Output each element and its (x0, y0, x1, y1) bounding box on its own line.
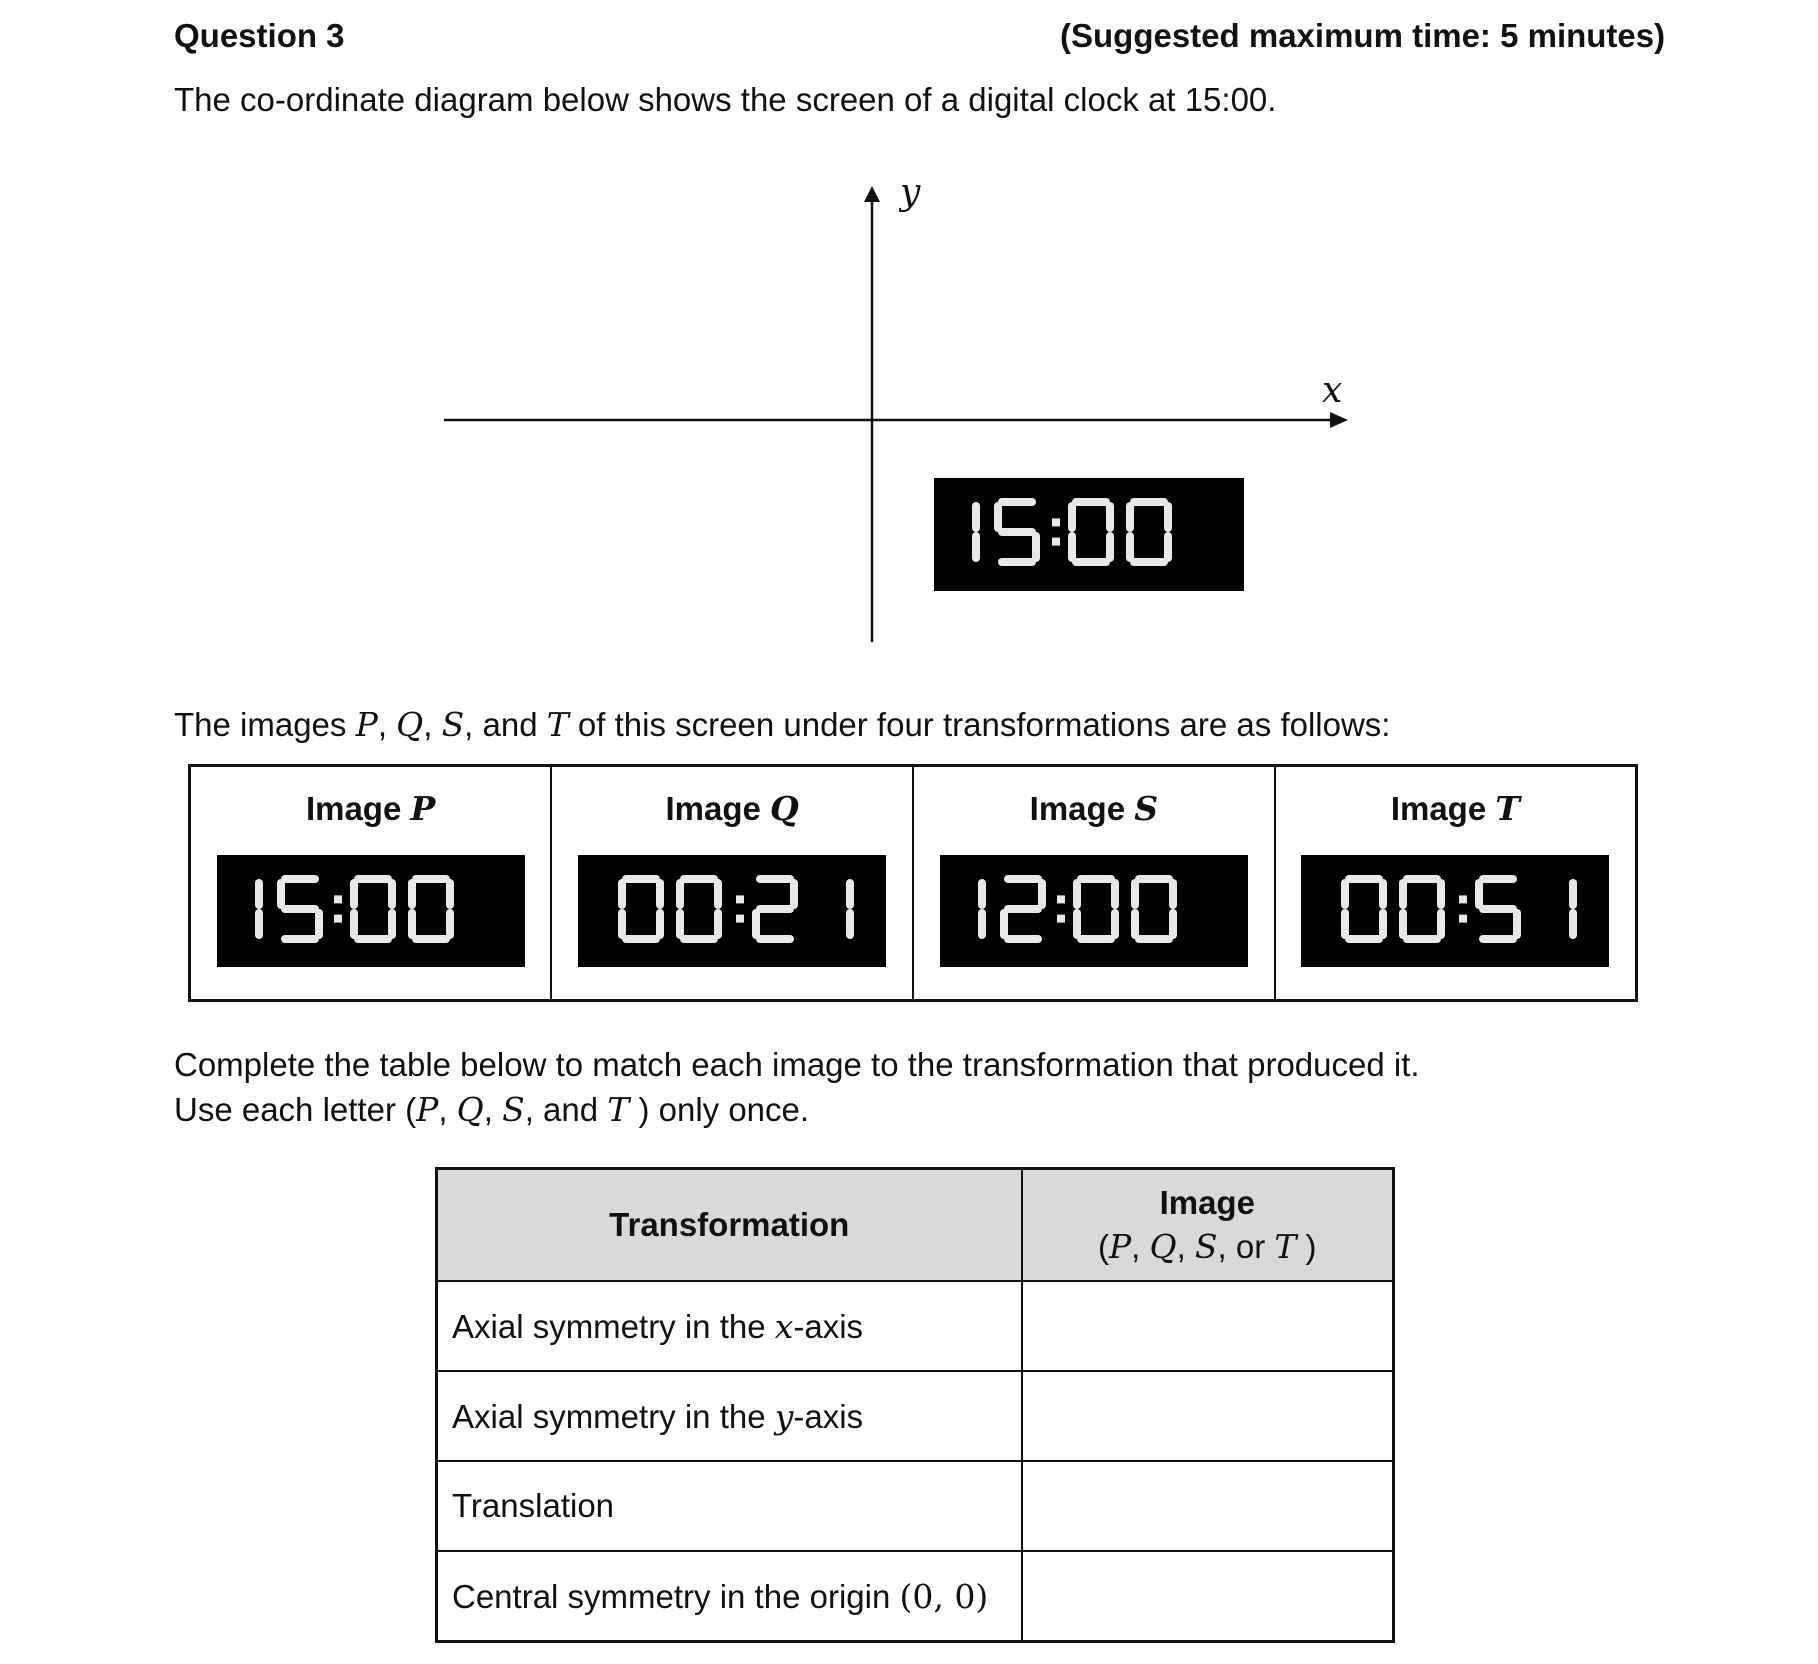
original-clock-screen (934, 478, 1244, 591)
image-p-digits (254, 875, 454, 943)
colon-dot (1459, 914, 1468, 923)
answer-field-translation[interactable] (1020, 1460, 1395, 1552)
image-s-digits (977, 875, 1177, 943)
table-row: Axial symmetry in the y-axis (435, 1370, 1395, 1462)
image-t-heading: Image T (1390, 789, 1520, 828)
transformation-x-axis-symmetry: Axial symmetry in the x-axis (435, 1280, 1023, 1372)
answer-field-y-axis-symmetry[interactable] (1020, 1370, 1395, 1462)
image-q-cell: Image Q (550, 765, 914, 1001)
colon-dot (736, 895, 745, 904)
image-t-cell: Image T (1273, 765, 1638, 1001)
transformation-y-axis-symmetry: Axial symmetry in the y-axis (435, 1370, 1023, 1462)
colon-dot (1052, 537, 1060, 546)
colon-dot (1052, 518, 1060, 527)
image-column-header: Image (P, Q, S, or T ) (1020, 1167, 1395, 1282)
original-clock-digits (972, 498, 1172, 566)
transformation-translation: Translation (435, 1460, 1023, 1552)
y-axis-arrow-icon (864, 186, 880, 202)
image-t-clock (1301, 855, 1610, 967)
images-table: Image P Image Q Image S Image T (188, 764, 1638, 1002)
instructions-line2: Use each letter (P, Q, S, and T ) only o… (174, 1090, 810, 1129)
colon-dot (333, 914, 342, 923)
x-axis-arrow-icon (1330, 412, 1348, 428)
image-s-cell: Image S (912, 765, 1276, 1001)
image-s-heading: Image S (1029, 789, 1159, 828)
colon-dot (1056, 895, 1065, 904)
colon-dot (1056, 914, 1065, 923)
colon-dot (736, 914, 745, 923)
table-row: Central symmetry in the origin (0, 0) (435, 1550, 1395, 1643)
instructions-line1: Complete the table below to match each i… (174, 1046, 1420, 1083)
image-p-cell: Image P (188, 765, 553, 1001)
colon-dot (1459, 895, 1468, 904)
image-p-heading: Image P (305, 789, 436, 828)
table-row: Translation (435, 1460, 1395, 1552)
x-axis-label: x (1322, 370, 1343, 411)
table-row: Axial symmetry in the x-axis (435, 1280, 1395, 1372)
answer-table: Transformation Image (P, Q, S, or T ) Ax… (435, 1167, 1395, 1643)
coordinate-diagram (444, 186, 1348, 642)
image-q-clock (578, 855, 887, 967)
images-intro: The images P, Q, S, and T of this screen… (174, 705, 1391, 744)
image-q-heading: Image Q (665, 789, 799, 828)
transformation-column-header: Transformation (435, 1167, 1023, 1282)
image-q-digits (618, 875, 855, 943)
time-note: (Suggested maximum time: 5 minutes) (1060, 17, 1666, 54)
image-t-digits (1341, 875, 1578, 943)
intro-sentence: The co-ordinate diagram below shows the … (174, 81, 1277, 118)
y-axis-label: y (900, 172, 921, 213)
answer-field-central-symmetry[interactable] (1020, 1550, 1395, 1643)
answer-field-x-axis-symmetry[interactable] (1020, 1280, 1395, 1372)
image-p-clock (216, 855, 525, 967)
image-s-clock (939, 855, 1248, 967)
transformation-central-symmetry: Central symmetry in the origin (0, 0) (435, 1550, 1023, 1643)
colon-dot (333, 895, 342, 904)
question-label: Question 3 (174, 17, 345, 54)
